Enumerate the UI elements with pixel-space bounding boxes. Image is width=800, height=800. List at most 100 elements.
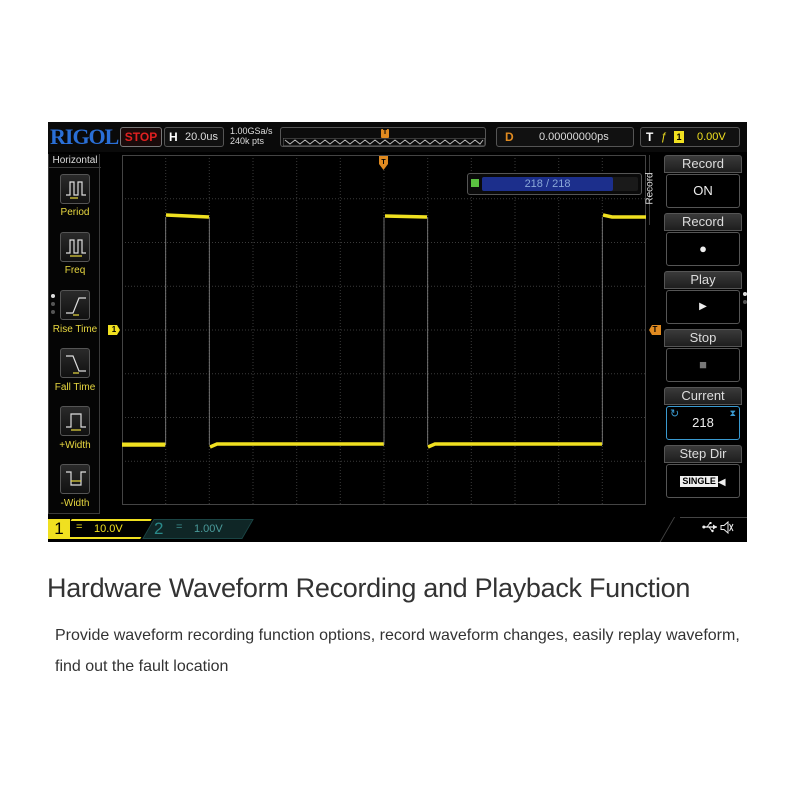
rise-time-label: Rise Time: [52, 324, 98, 335]
rise-time-icon: [66, 297, 86, 316]
horizontal-measure-menu: Horizontal Period Freq Rise Time Fall Ti…: [48, 154, 101, 514]
step-dir-value[interactable]: SINGLE◀: [666, 464, 740, 498]
waveform-display[interactable]: [122, 155, 646, 505]
record-toggle[interactable]: Record ON: [664, 155, 742, 211]
freq-label: Freq: [64, 265, 86, 276]
record-status-icon: [471, 179, 479, 187]
dc-coupling-icon: =: [176, 521, 183, 533]
channel2-number: 2: [154, 519, 164, 538]
channel1-offset-marker[interactable]: 1: [108, 325, 120, 335]
waveform-grid: [122, 155, 646, 505]
channel1-number: 1: [48, 519, 70, 539]
period-label: Period: [60, 207, 90, 218]
stop-header: Stop: [664, 329, 742, 347]
progress-text: 218 / 218: [524, 178, 571, 190]
delay-value: 0.00000000ps: [539, 131, 609, 143]
negative-width-button[interactable]: [60, 464, 90, 494]
delay-display[interactable]: D 0.00000000ps: [496, 127, 634, 147]
positive-width-icon: [66, 413, 86, 431]
current-frame[interactable]: Current ↻ 218 ⧗: [664, 387, 742, 443]
fall-time-label: Fall Time: [54, 382, 96, 393]
page-dot: [51, 310, 55, 314]
current-frame-number: 218: [692, 415, 714, 430]
rise-time-button[interactable]: [60, 290, 90, 320]
page-dot: [743, 300, 747, 304]
delay-label: D: [505, 130, 514, 144]
step-direction[interactable]: Step Dir SINGLE◀: [664, 445, 742, 501]
svg-text:T: T: [381, 159, 386, 166]
record-start-header: Record: [664, 213, 742, 231]
usb-icon: [702, 521, 718, 536]
period-button[interactable]: [60, 174, 90, 204]
channel2-scale: 1.00V: [194, 523, 223, 535]
channel1-status[interactable]: 1 = 10.0V: [48, 519, 152, 539]
right-page-dots: [743, 292, 747, 308]
stop-control[interactable]: Stop ■: [664, 329, 742, 385]
record-progress: 218 / 218: [467, 173, 642, 195]
acquisition-info: 1.00GSa/s 240k pts: [230, 126, 273, 146]
channel1-scale: 10.0V: [94, 523, 123, 535]
hourglass-icon: ⧗: [729, 408, 736, 418]
page-dot-active: [743, 292, 747, 296]
current-header: Current: [664, 387, 742, 405]
left-arrow-icon: ◀: [717, 477, 726, 488]
system-status: [657, 517, 747, 542]
record-menu-title: Record: [644, 172, 656, 205]
trigger-label: T: [646, 130, 654, 144]
current-frame-value[interactable]: ↻ 218 ⧗: [666, 406, 740, 440]
speaker-muted-icon: [720, 520, 734, 537]
trigger-position-icon: T: [379, 156, 388, 170]
brand-logo: RIGOL: [50, 124, 119, 149]
trigger-level: 0.00V: [697, 131, 726, 143]
top-status-bar: RIGOL STOP H 20.0us 1.00GSa/s 240k pts T…: [48, 122, 747, 152]
progress-bar: 218 / 218: [482, 177, 638, 191]
oscilloscope-screen: RIGOL STOP H 20.0us 1.00GSa/s 240k pts T…: [48, 122, 747, 542]
trigger-level-marker[interactable]: T: [649, 325, 661, 335]
memory-overview[interactable]: T: [280, 127, 486, 147]
freq-button[interactable]: [60, 232, 90, 262]
frequency-icon: [66, 239, 86, 257]
record-start[interactable]: Record ●: [664, 213, 742, 269]
rotate-knob-icon: ↻: [670, 408, 680, 420]
play-header: Play: [664, 271, 742, 289]
positive-width-button[interactable]: [60, 406, 90, 436]
timebase-value: 20.0us: [185, 131, 219, 143]
record-toggle-value[interactable]: ON: [666, 174, 740, 208]
channel2-status[interactable]: 2 = 1.00V: [142, 519, 254, 539]
single-badge: SINGLE: [680, 476, 718, 488]
negative-width-label: -Width: [60, 498, 90, 509]
period-icon: [66, 181, 86, 199]
rising-edge-icon: ƒ: [661, 131, 668, 143]
stop-square-icon[interactable]: ■: [666, 348, 740, 382]
channel-bar: 1 = 10.0V 2 = 1.00V: [48, 517, 747, 542]
fall-time-icon: [66, 355, 86, 374]
divider: [657, 517, 676, 542]
page-dot: [51, 302, 55, 306]
trigger-display[interactable]: T ƒ 1 0.00V: [640, 127, 740, 147]
trigger-position-marker: T: [381, 129, 389, 138]
page-dots: [51, 294, 55, 318]
page-dot-active: [51, 294, 55, 298]
feature-description: Provide waveform recording function opti…: [55, 627, 740, 675]
record-dot-icon[interactable]: ●: [666, 232, 740, 266]
divider: [680, 517, 747, 518]
dc-coupling-icon: =: [76, 521, 83, 533]
memory-depth: 240k pts: [230, 136, 265, 146]
negative-width-icon: [66, 471, 86, 486]
sample-rate: 1.00GSa/s: [230, 126, 273, 136]
step-dir-header: Step Dir: [664, 445, 742, 463]
play-icon[interactable]: ▶: [666, 290, 740, 324]
positive-width-label: +Width: [59, 440, 91, 451]
play-control[interactable]: Play ▶: [664, 271, 742, 327]
horizontal-timebase[interactable]: H 20.0us: [164, 127, 224, 147]
memory-waveform-icon: [283, 138, 485, 146]
record-toggle-header: Record: [664, 155, 742, 173]
record-menu-tab: Record: [645, 155, 663, 225]
run-stop-indicator[interactable]: STOP: [120, 127, 162, 147]
menu-title: Horizontal: [49, 154, 101, 168]
feature-title: Hardware Waveform Recording and Playback…: [47, 573, 691, 603]
horizontal-label: H: [169, 130, 178, 144]
fall-time-button[interactable]: [60, 348, 90, 378]
trigger-source-badge: 1: [674, 131, 684, 143]
progress-fill: [482, 177, 613, 191]
